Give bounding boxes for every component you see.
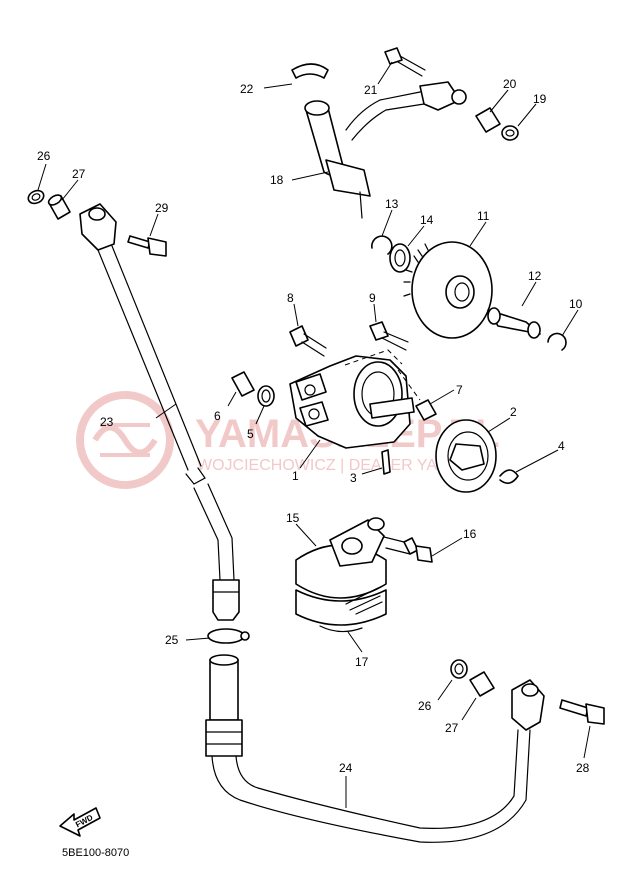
- shaft-12-icon: [487, 307, 541, 339]
- callout-4: 4: [558, 439, 565, 453]
- callout-27a: 27: [72, 167, 86, 181]
- callout-5: 5: [247, 427, 254, 441]
- callout-15: 15: [286, 511, 300, 525]
- o-ring-26-icon: [27, 189, 45, 205]
- callout-11: 11: [477, 209, 490, 223]
- hose-24-icon: [205, 654, 545, 843]
- callout-16: 16: [463, 527, 477, 541]
- callout-27b: 27: [445, 721, 459, 735]
- bolt-8-icon: [289, 325, 327, 357]
- callout-2: 2: [510, 405, 517, 419]
- hose-23-icon: [79, 203, 240, 621]
- callout-6: 6: [214, 409, 221, 423]
- o-ring-5-icon: [257, 385, 275, 407]
- collar-6-icon: [231, 371, 255, 397]
- callout-14: 14: [420, 213, 434, 227]
- callout-18: 18: [270, 173, 284, 187]
- bolt-16-icon: [379, 535, 433, 563]
- callout-24: 24: [339, 761, 353, 775]
- bolt-21-icon: [384, 47, 426, 77]
- fwd-arrow-icon: FWD: [59, 807, 101, 837]
- callout-29: 29: [155, 201, 169, 215]
- diagram-code: 5BE100-8070: [62, 847, 129, 859]
- watermark-logo-icon: [76, 391, 174, 489]
- callout-19: 19: [533, 92, 547, 106]
- callout-8: 8: [287, 291, 294, 305]
- filter-cover-15-icon: [295, 517, 387, 599]
- collar-27-icon: [47, 194, 71, 220]
- collar-7-icon: [415, 399, 437, 421]
- pin-3-icon: [381, 449, 391, 475]
- collar-27b-icon: [469, 671, 495, 697]
- oil-pump-1-icon: [289, 349, 421, 449]
- callout-17: 17: [355, 655, 369, 669]
- clip-4-icon: [499, 469, 519, 484]
- filter-element-17-icon: [295, 587, 387, 633]
- union-bolt-29-icon: [127, 235, 167, 257]
- callout-20: 20: [503, 77, 517, 91]
- callout-26a: 26: [37, 149, 51, 163]
- callout-23: 23: [100, 415, 114, 429]
- union-bolt-28-icon: [559, 699, 605, 725]
- gear-11-icon: [403, 241, 493, 339]
- dealer-watermark: YAMASKLEP.PL WOJCIECHOWICZ | DEALER YAMA…: [76, 391, 500, 489]
- rotor-2-icon: [435, 419, 497, 493]
- callout-7: 7: [456, 383, 463, 397]
- callout-3: 3: [350, 471, 357, 485]
- callout-numbers: 26 27 29 22 21 20 19 18 13 14 11 12 10 8…: [37, 77, 590, 775]
- callout-10: 10: [569, 297, 583, 311]
- callout-26b: 26: [418, 699, 432, 713]
- callout-1: 1: [292, 469, 299, 483]
- callout-13: 13: [385, 197, 399, 211]
- collar-20-icon: [475, 107, 501, 133]
- circlip-13-icon: [371, 235, 393, 255]
- o-ring-19-icon: [501, 125, 519, 141]
- oil-pipe-18-icon: [304, 81, 467, 219]
- washer-14-icon: [389, 243, 411, 273]
- callout-25: 25: [165, 633, 179, 647]
- clip-25-icon: [207, 628, 250, 644]
- callout-12: 12: [528, 269, 542, 283]
- callout-21: 21: [364, 83, 378, 97]
- callout-9: 9: [369, 291, 376, 305]
- leader-lines: [37, 61, 591, 808]
- callout-28: 28: [576, 761, 590, 775]
- bolt-9-icon: [369, 321, 409, 351]
- callout-22: 22: [240, 82, 254, 96]
- circlip-10-icon: [547, 332, 567, 351]
- clip-22-icon: [291, 63, 329, 79]
- o-ring-26b-icon: [450, 659, 468, 679]
- watermark-subtitle: WOJCIECHOWICZ | DEALER YAMAHA: [197, 457, 484, 474]
